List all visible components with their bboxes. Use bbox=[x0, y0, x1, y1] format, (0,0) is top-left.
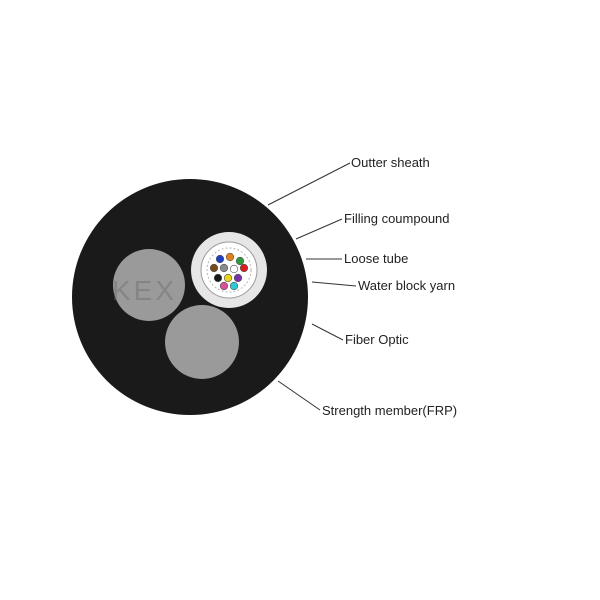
fiber-5 bbox=[219, 263, 229, 273]
leader-filling-compound bbox=[295, 218, 343, 240]
label-strength-member: Strength member(FRP) bbox=[322, 403, 458, 418]
fiber-1 bbox=[215, 254, 225, 264]
fiber-12 bbox=[229, 281, 239, 291]
label-water-block-yarn: Water block yarn bbox=[358, 278, 456, 293]
watermark-text: KEX bbox=[112, 275, 177, 306]
fiber-2 bbox=[225, 252, 235, 262]
fiber-10 bbox=[233, 273, 243, 283]
leader-water-block-yarn bbox=[311, 281, 357, 287]
leader-lines bbox=[267, 162, 357, 411]
outer-sheath bbox=[72, 179, 308, 415]
fiber-7 bbox=[239, 263, 249, 273]
strength-member-left bbox=[113, 249, 185, 321]
loose-tube-inner-boundary bbox=[200, 241, 258, 299]
fiber-4 bbox=[209, 263, 219, 273]
water-block-yarn-ring bbox=[206, 247, 252, 293]
leader-fiber-optic bbox=[311, 323, 344, 341]
fiber-11 bbox=[219, 281, 229, 291]
fiber-group bbox=[209, 252, 249, 291]
label-loose-tube: Loose tube bbox=[344, 251, 409, 266]
strength-member-bottom bbox=[165, 305, 239, 379]
leader-strength-member bbox=[277, 380, 321, 411]
label-outter-sheath: Outter sheath bbox=[351, 155, 430, 170]
fiber-9 bbox=[223, 273, 233, 283]
label-fiber-optic: Fiber Optic bbox=[345, 332, 409, 347]
label-filling-compound: Filling coumpound bbox=[344, 211, 450, 226]
fiber-6 bbox=[229, 264, 239, 274]
fiber-8 bbox=[213, 273, 223, 283]
leader-outter-sheath bbox=[267, 162, 351, 206]
fiber-3 bbox=[235, 256, 245, 266]
